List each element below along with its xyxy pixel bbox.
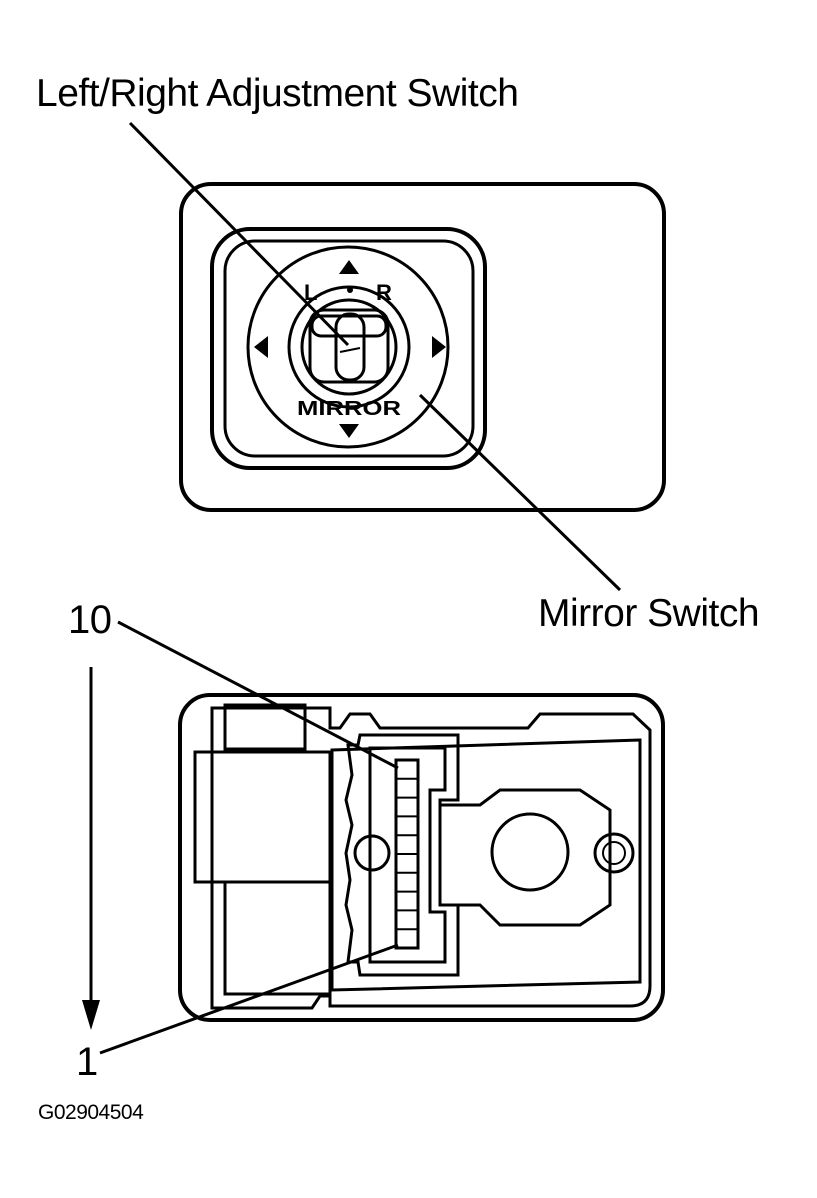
knob-base xyxy=(308,308,390,384)
leader-mirror-switch xyxy=(418,393,622,592)
left-tab-lower xyxy=(223,880,332,996)
lr-adjustment-switch-label: Left/Right Adjustment Switch xyxy=(36,72,519,115)
switch-front-view xyxy=(179,182,666,512)
switch-mirror-text: MIRROR xyxy=(297,398,402,420)
connector-shroud-outer xyxy=(344,733,460,977)
screw-hole-inner xyxy=(602,841,626,865)
lr-toggle-horizontal xyxy=(310,314,388,338)
left-tab-upper xyxy=(223,703,307,751)
leader-pin-1 xyxy=(99,943,399,1055)
pin-1-label: 1 xyxy=(76,1040,98,1084)
mount-boss-outline xyxy=(440,788,612,927)
left-tab-block xyxy=(193,750,332,884)
switch-bezel-inner xyxy=(223,239,475,458)
direction-pad-ring xyxy=(246,245,450,449)
center-dot xyxy=(347,287,353,293)
knob-inner-ring xyxy=(300,298,398,396)
up-arrow-icon xyxy=(339,260,359,274)
leader-lines xyxy=(89,121,622,1055)
down-arrow-icon xyxy=(339,424,359,438)
leader-pin-10 xyxy=(117,620,399,770)
leader-lr-adjustment xyxy=(128,121,350,347)
screw-hole-outer xyxy=(593,832,635,874)
rear-housing-outline xyxy=(178,693,665,1022)
knob-outer-ring xyxy=(287,285,411,409)
figure-code: G02904504 xyxy=(38,1101,144,1124)
lr-toggle-lever xyxy=(334,312,366,382)
mirror-switch-label: Mirror Switch xyxy=(538,592,760,635)
pin-10-label: 10 xyxy=(68,598,112,642)
rear-inner-frame xyxy=(210,706,652,1010)
direction-arrows xyxy=(254,260,446,438)
switch-bezel-outer xyxy=(210,227,487,470)
mount-plate xyxy=(330,738,642,992)
connector-pins xyxy=(396,777,418,931)
switch-housing-outline xyxy=(179,182,666,512)
mount-boss-hole xyxy=(490,812,570,892)
right-arrow-icon xyxy=(432,336,446,358)
switch-rear-view xyxy=(178,693,665,1022)
switch-letter-left: L xyxy=(304,280,317,305)
switch-letter-right: R xyxy=(376,280,392,305)
connector-shroud-inner xyxy=(368,746,447,964)
lever-shade-line xyxy=(339,347,361,353)
left-arrow-icon xyxy=(254,336,268,358)
locating-pin xyxy=(353,834,391,872)
pin-order-arrow-head-icon xyxy=(82,1000,100,1030)
